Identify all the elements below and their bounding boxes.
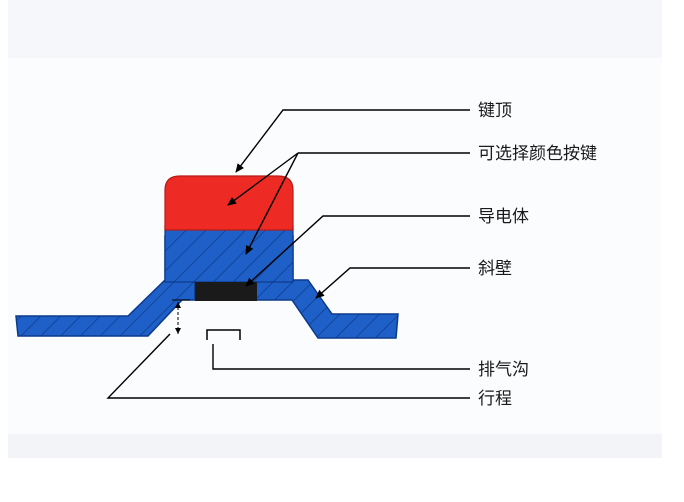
diagram-panel (8, 58, 662, 434)
leader-key-top (235, 109, 470, 173)
leader-vent-groove (212, 344, 470, 370)
label-optional-color: 可选择颜色按键 (478, 144, 597, 164)
leader-travel (106, 333, 470, 399)
label-vent-groove: 排气沟 (478, 360, 529, 380)
bottom-band (8, 434, 662, 458)
conductor-pill (195, 282, 257, 301)
key-cap (164, 175, 294, 231)
leader-optional-color-a (227, 152, 299, 206)
leader-conductor (245, 215, 470, 287)
label-travel: 行程 (478, 389, 512, 409)
rubber-column (164, 225, 294, 283)
top-band (8, 0, 662, 58)
vent-groove-symbol (206, 329, 241, 340)
leader-optional-color-b (245, 152, 299, 255)
leader-slope-wall (315, 267, 470, 299)
travel-dim-arrow-up (175, 302, 181, 308)
label-conductor: 导电体 (478, 207, 529, 227)
label-slope-wall: 斜壁 (478, 259, 512, 279)
travel-dim-arrow-down (175, 328, 181, 334)
label-key-top: 键顶 (478, 101, 512, 121)
